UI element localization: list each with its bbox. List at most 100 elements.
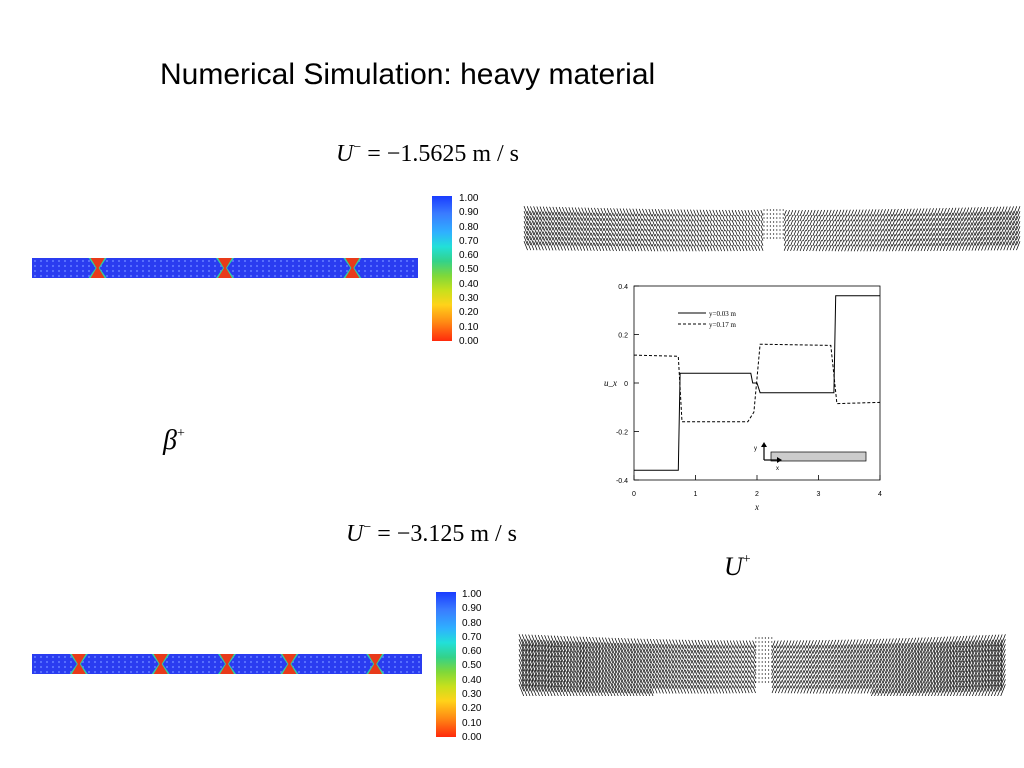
vector-arrow <box>892 228 896 237</box>
vector-dot <box>771 641 773 643</box>
mesh-dot <box>333 259 337 263</box>
mesh-dot <box>33 274 37 278</box>
vector-arrow <box>616 238 621 247</box>
vector-arrow <box>677 234 681 242</box>
vector-arrow <box>974 217 979 226</box>
vector-arrow <box>633 683 639 694</box>
mesh-dot <box>393 670 397 674</box>
vector-arrow <box>565 242 570 251</box>
vector-arrow <box>670 244 675 252</box>
mesh-dot <box>387 670 391 674</box>
vector-arrow <box>837 229 842 237</box>
vector-arrow <box>778 680 782 689</box>
vector-arrow <box>614 672 620 684</box>
vector-dot <box>771 649 773 651</box>
mesh-dot <box>135 259 139 263</box>
vector-arrow <box>685 679 690 689</box>
vector-arrow <box>603 212 608 222</box>
vector-arrow <box>699 234 703 242</box>
mesh-dot <box>243 665 247 669</box>
vector-arrow <box>611 637 617 649</box>
vector-arrow <box>924 637 929 648</box>
vector-arrow <box>895 658 901 669</box>
mesh-dot <box>351 665 355 669</box>
vector-arrow <box>526 236 532 246</box>
vector-dot <box>763 233 765 235</box>
vector-arrow <box>946 207 950 216</box>
vector-arrow <box>844 684 849 694</box>
vector-arrow <box>784 640 789 649</box>
vector-arrow <box>656 644 661 654</box>
vector-arrow <box>885 209 890 217</box>
mesh-dot <box>267 660 271 664</box>
vector-dot <box>779 221 781 223</box>
mesh-dot <box>117 660 121 664</box>
vector-arrow <box>525 684 531 696</box>
vector-arrow <box>728 214 732 222</box>
vector-arrow <box>799 215 803 222</box>
vector-dot <box>779 233 781 235</box>
vector-arrow <box>917 218 922 227</box>
vector-arrow <box>664 224 668 232</box>
vector-arrow <box>629 243 633 252</box>
vector-arrow <box>752 680 756 689</box>
vector-arrow <box>745 655 750 664</box>
vector-arrow <box>774 675 779 684</box>
vector-arrow <box>851 679 856 689</box>
vector-arrow <box>720 670 725 679</box>
mesh-dot <box>315 274 319 278</box>
mesh-dot <box>393 274 397 278</box>
vector-arrow <box>590 227 595 236</box>
vector-arrow <box>681 644 687 654</box>
mesh-dot <box>57 269 61 273</box>
vector-arrow <box>993 654 1000 667</box>
vector-arrow <box>720 640 725 649</box>
vector-arrow <box>701 654 706 664</box>
vector-arrow <box>633 688 638 696</box>
vector-arrow <box>533 211 538 221</box>
vector-arrow <box>959 665 965 678</box>
velocity-equation-2: U− = −3.125 m / s <box>346 520 517 548</box>
vector-arrow <box>576 666 582 678</box>
vector-arrow <box>955 671 961 683</box>
mesh-dot <box>249 264 253 268</box>
vector-arrow <box>731 244 735 252</box>
vector-arrow <box>603 227 608 237</box>
mesh-dot <box>315 264 319 268</box>
vector-arrow <box>646 668 652 679</box>
vector-arrow <box>662 639 667 649</box>
vector-arrow <box>622 218 627 227</box>
vector-arrow <box>606 218 611 227</box>
vector-arrow <box>749 640 753 649</box>
vector-arrow <box>576 656 582 668</box>
vector-arrow <box>866 649 872 659</box>
vector-arrow <box>744 240 748 247</box>
vector-arrow <box>573 666 579 678</box>
vector-arrow <box>611 652 617 664</box>
vector-arrow <box>658 234 662 242</box>
mesh-dot <box>309 665 313 669</box>
vector-arrow <box>1000 206 1005 216</box>
colorbar-tick-label: 0.80 <box>459 221 479 233</box>
vector-arrow <box>790 650 795 659</box>
mesh-dot <box>297 259 301 263</box>
vector-arrow <box>598 657 604 668</box>
vector-arrow <box>797 640 801 649</box>
vector-arrow <box>949 661 955 673</box>
vector-arrow <box>691 639 696 649</box>
mesh-dot <box>129 269 133 273</box>
vector-arrow <box>851 639 856 649</box>
mesh-dot <box>303 660 307 664</box>
vector-arrow <box>946 686 952 696</box>
vector-arrow <box>793 645 798 654</box>
mesh-dot <box>57 670 61 674</box>
vector-arrow <box>574 222 579 231</box>
vector-arrow <box>873 668 878 679</box>
vector-arrow <box>744 225 748 232</box>
vector-arrow <box>557 685 562 696</box>
vector-arrow <box>606 223 611 232</box>
vector-arrow <box>847 209 851 217</box>
vector-arrow <box>974 665 981 677</box>
vector-arrow <box>585 641 591 653</box>
vector-arrow <box>664 209 668 217</box>
